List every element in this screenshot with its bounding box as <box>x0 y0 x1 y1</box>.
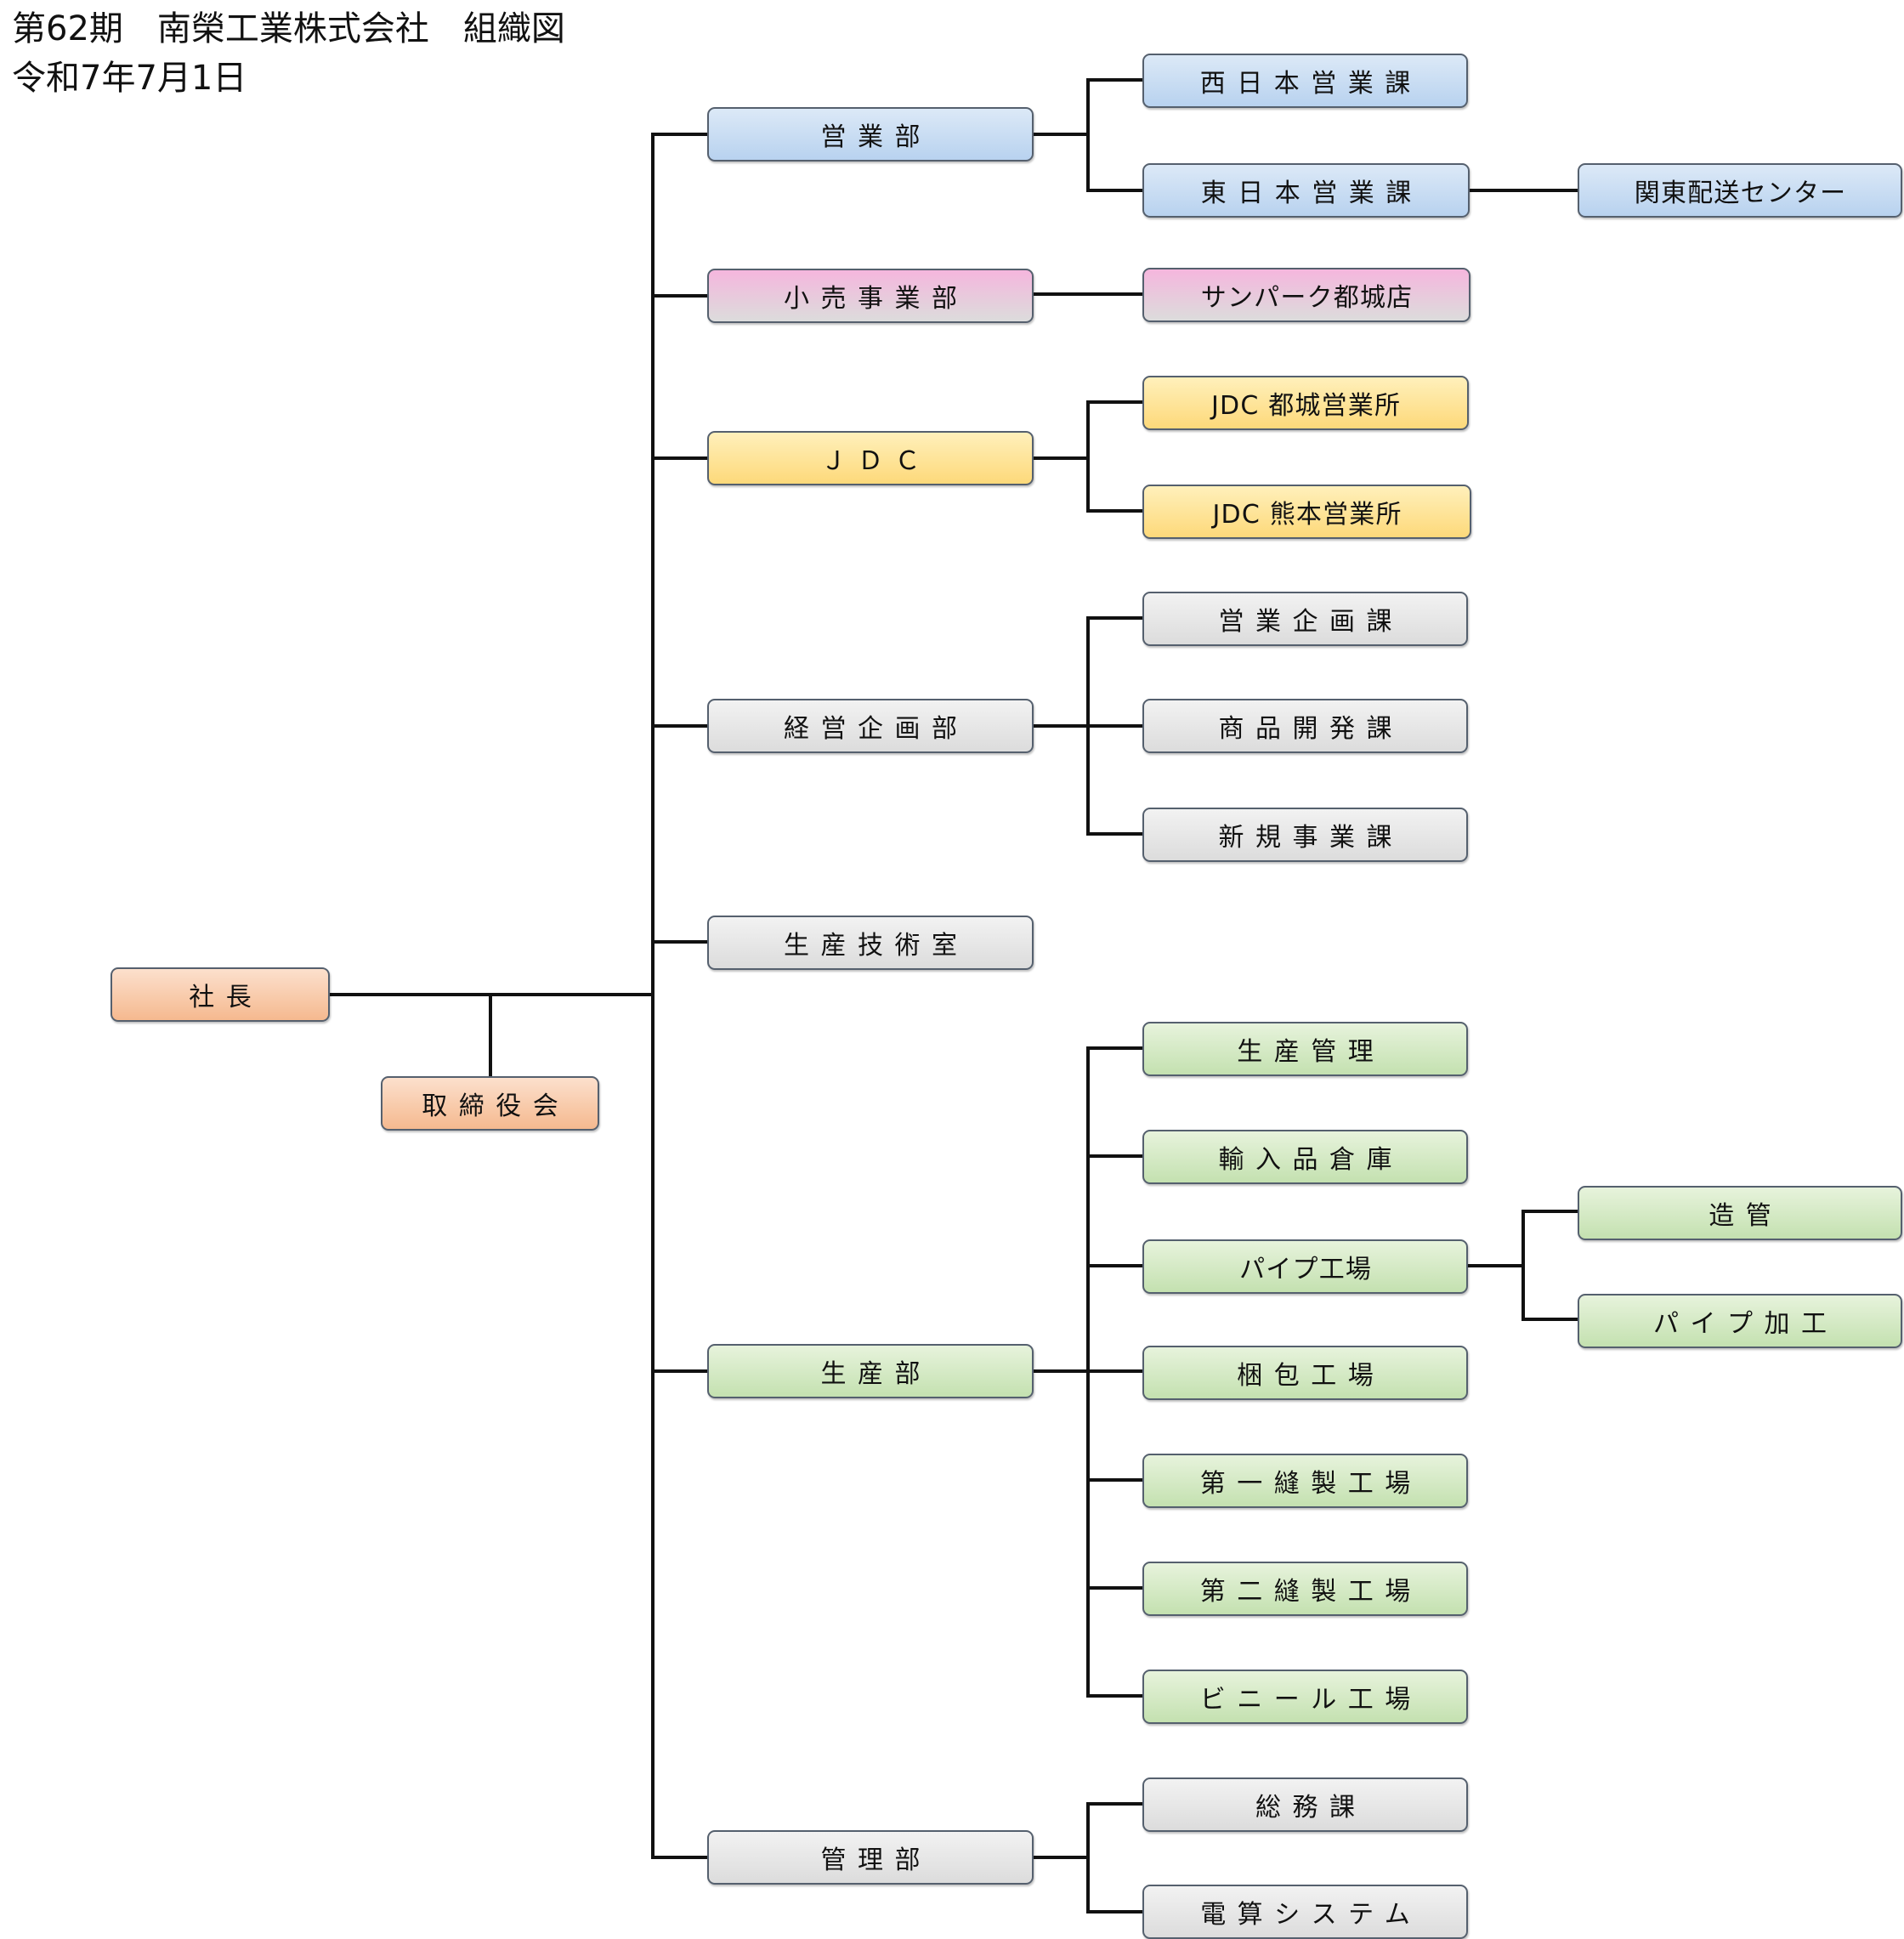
node-sewing-factory-2: 第二縫製工場 <box>1142 1562 1468 1616</box>
node-pipe-processing: パイプ加工 <box>1578 1294 1902 1348</box>
node-board: 取締役会 <box>381 1076 599 1131</box>
node-new-business: 新規事業課 <box>1142 808 1468 862</box>
node-pipe-factory: パイプ工場 <box>1142 1239 1468 1294</box>
node-west-japan-sales: 西日本営業課 <box>1142 54 1468 108</box>
node-sales-dept: 営業部 <box>707 107 1034 162</box>
node-admin-dept: 管理部 <box>707 1830 1034 1885</box>
node-jdc: ＪＤＣ <box>707 431 1034 485</box>
node-planning-dept: 経営企画部 <box>707 699 1034 753</box>
node-computing-system: 電算システム <box>1142 1885 1468 1939</box>
node-sales-planning: 営業企画課 <box>1142 592 1468 646</box>
node-general-affairs: 総務課 <box>1142 1777 1468 1832</box>
node-packing-factory: 梱包工場 <box>1142 1346 1468 1400</box>
node-production-dept: 生産部 <box>707 1344 1034 1398</box>
node-kanto-delivery-center: 関東配送センター <box>1578 163 1902 218</box>
node-import-warehouse: 輸入品倉庫 <box>1142 1130 1468 1184</box>
node-sunpark-miyakonojo: サンパーク都城店 <box>1142 268 1470 322</box>
node-production-management: 生産管理 <box>1142 1022 1468 1076</box>
chart-date: 令和7年7月1日 <box>12 59 247 98</box>
node-retail-dept: 小売事業部 <box>707 269 1034 323</box>
node-pipe-making: 造管 <box>1578 1186 1902 1240</box>
node-jdc-miyakonojo: JDC 都城営業所 <box>1142 376 1469 430</box>
node-vinyl-factory: ビニール工場 <box>1142 1670 1468 1724</box>
node-president: 社長 <box>110 967 330 1022</box>
node-product-development: 商品開発課 <box>1142 699 1468 753</box>
node-production-tech-office: 生産技術室 <box>707 916 1034 970</box>
node-east-japan-sales: 東日本営業課 <box>1142 163 1470 218</box>
node-sewing-factory-1: 第一縫製工場 <box>1142 1454 1468 1508</box>
node-jdc-kumamoto: JDC 熊本営業所 <box>1142 485 1471 539</box>
chart-title: 第62期 南榮工業株式会社 組織図 <box>12 9 565 48</box>
